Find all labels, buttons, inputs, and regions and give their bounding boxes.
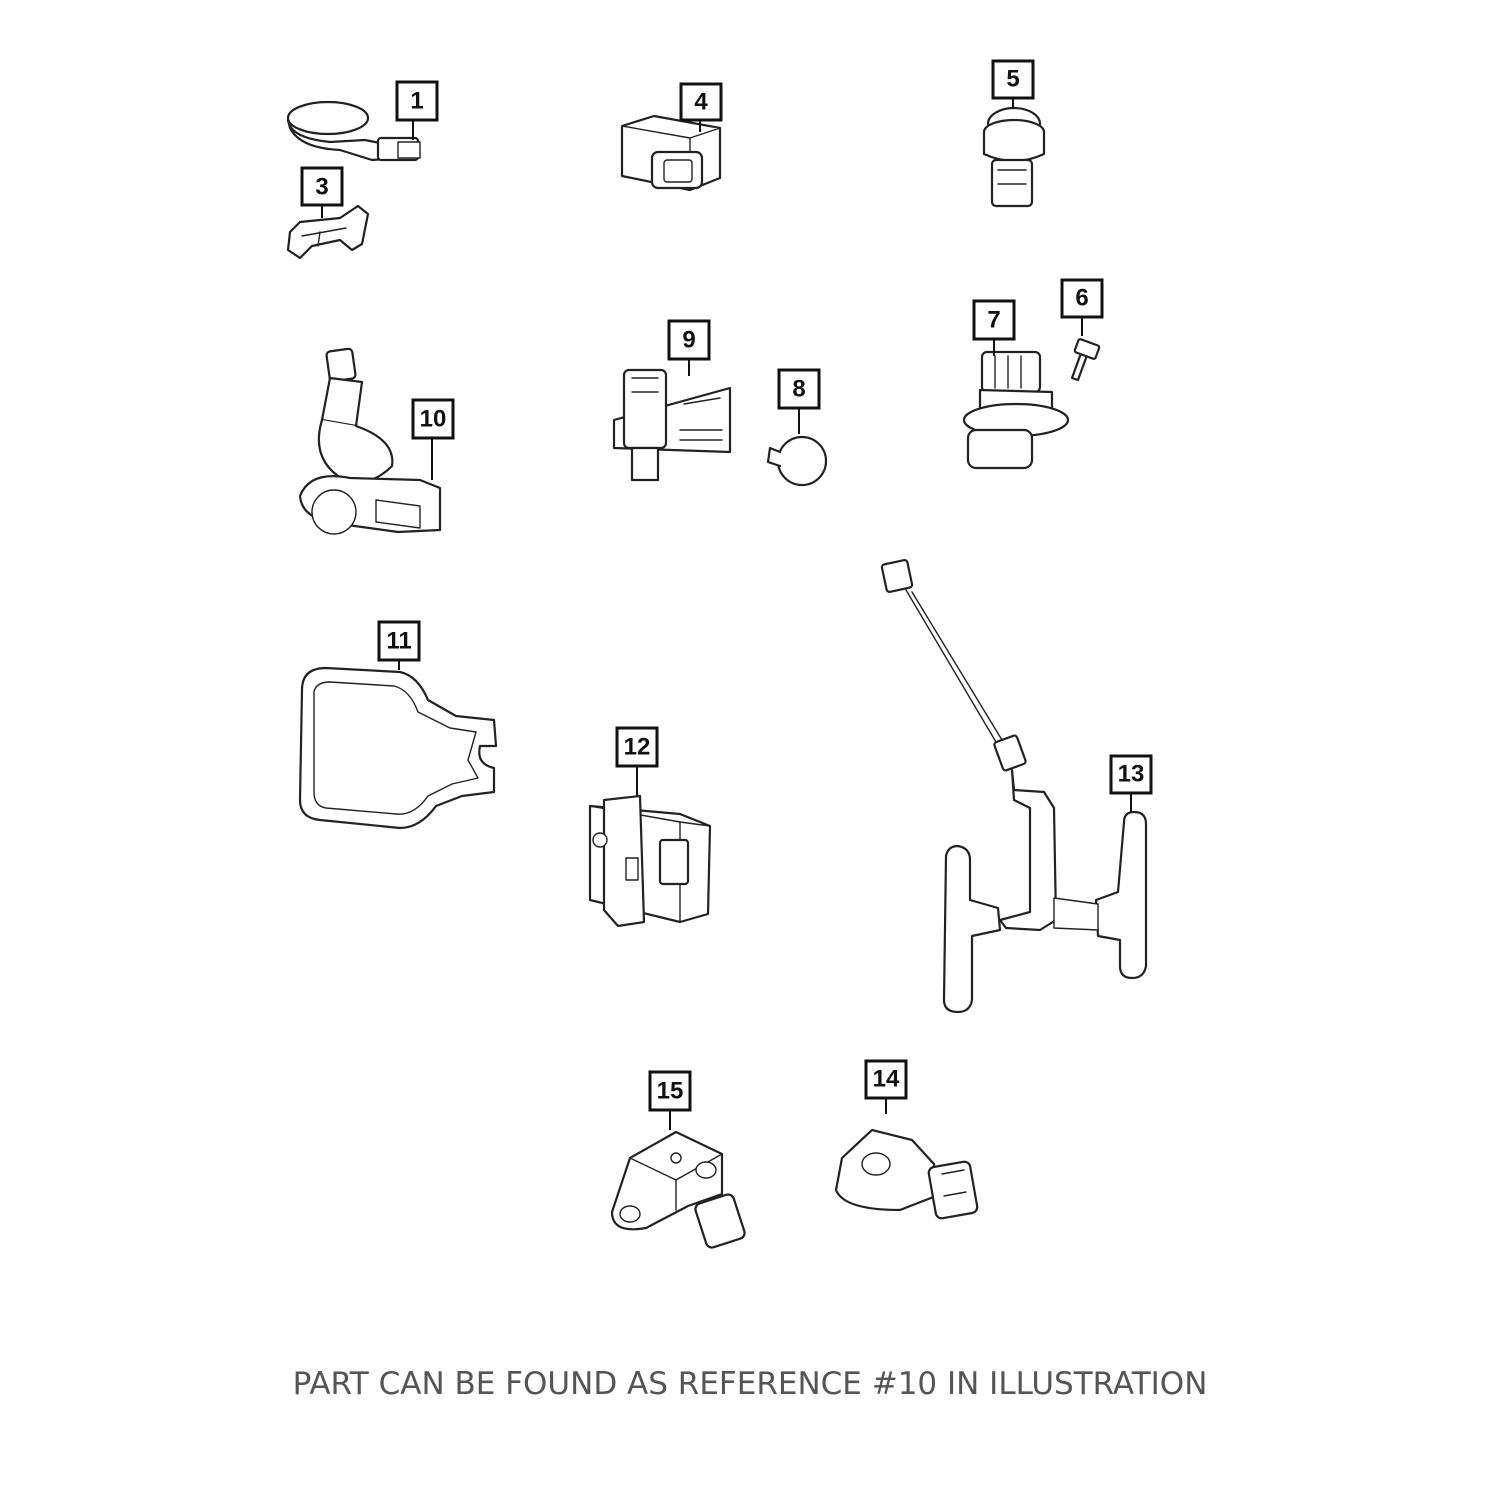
callout-9: 9 <box>667 319 711 376</box>
svg-text:9: 9 <box>682 327 695 354</box>
svg-text:5: 5 <box>1006 66 1019 93</box>
callout-5: 5 <box>991 59 1035 108</box>
svg-text:1: 1 <box>410 88 423 115</box>
callout-7: 7 <box>972 299 1016 356</box>
part-8-cap <box>766 435 828 487</box>
part-12-module-bracket <box>588 794 712 928</box>
callout-14: 14 <box>864 1059 908 1114</box>
part-14-impact-sensor <box>834 1128 979 1220</box>
part-7-speed-sensor <box>962 350 1070 470</box>
callout-4: 4 <box>679 82 723 132</box>
svg-text:14: 14 <box>873 1066 900 1093</box>
callout-6: 6 <box>1060 278 1104 336</box>
part-13-harness-bracket <box>880 559 1148 1014</box>
svg-text:11: 11 <box>386 628 411 655</box>
callout-11: 11 <box>377 620 421 670</box>
svg-text:12: 12 <box>624 734 651 761</box>
callout-15: 15 <box>648 1070 692 1130</box>
svg-text:4: 4 <box>694 89 708 116</box>
svg-text:8: 8 <box>792 376 805 403</box>
part-1-sensor <box>286 100 421 162</box>
part-3-clip <box>286 204 370 260</box>
callout-13: 13 <box>1109 754 1153 812</box>
callout-12: 12 <box>615 726 659 796</box>
part-11-pad <box>298 666 498 830</box>
svg-text:13: 13 <box>1118 761 1145 788</box>
part-9-sensor-card <box>612 368 732 482</box>
part-6-bolt <box>1070 338 1101 382</box>
svg-text:3: 3 <box>315 174 328 201</box>
svg-text:10: 10 <box>420 406 447 433</box>
svg-text:6: 6 <box>1075 285 1088 312</box>
callout-1: 1 <box>395 80 439 140</box>
reference-caption: PART CAN BE FOUND AS REFERENCE #10 IN IL… <box>292 1366 1208 1402</box>
callout-8: 8 <box>777 368 821 434</box>
part-10-tpms-sensor <box>298 347 442 535</box>
callout-3: 3 <box>300 166 344 218</box>
callout-10: 10 <box>411 398 455 480</box>
svg-text:15: 15 <box>657 1078 684 1105</box>
part-5-switch <box>982 106 1046 208</box>
part-15-impact-sensor <box>610 1130 746 1249</box>
svg-text:7: 7 <box>987 307 1000 334</box>
part-4-module <box>620 114 722 192</box>
